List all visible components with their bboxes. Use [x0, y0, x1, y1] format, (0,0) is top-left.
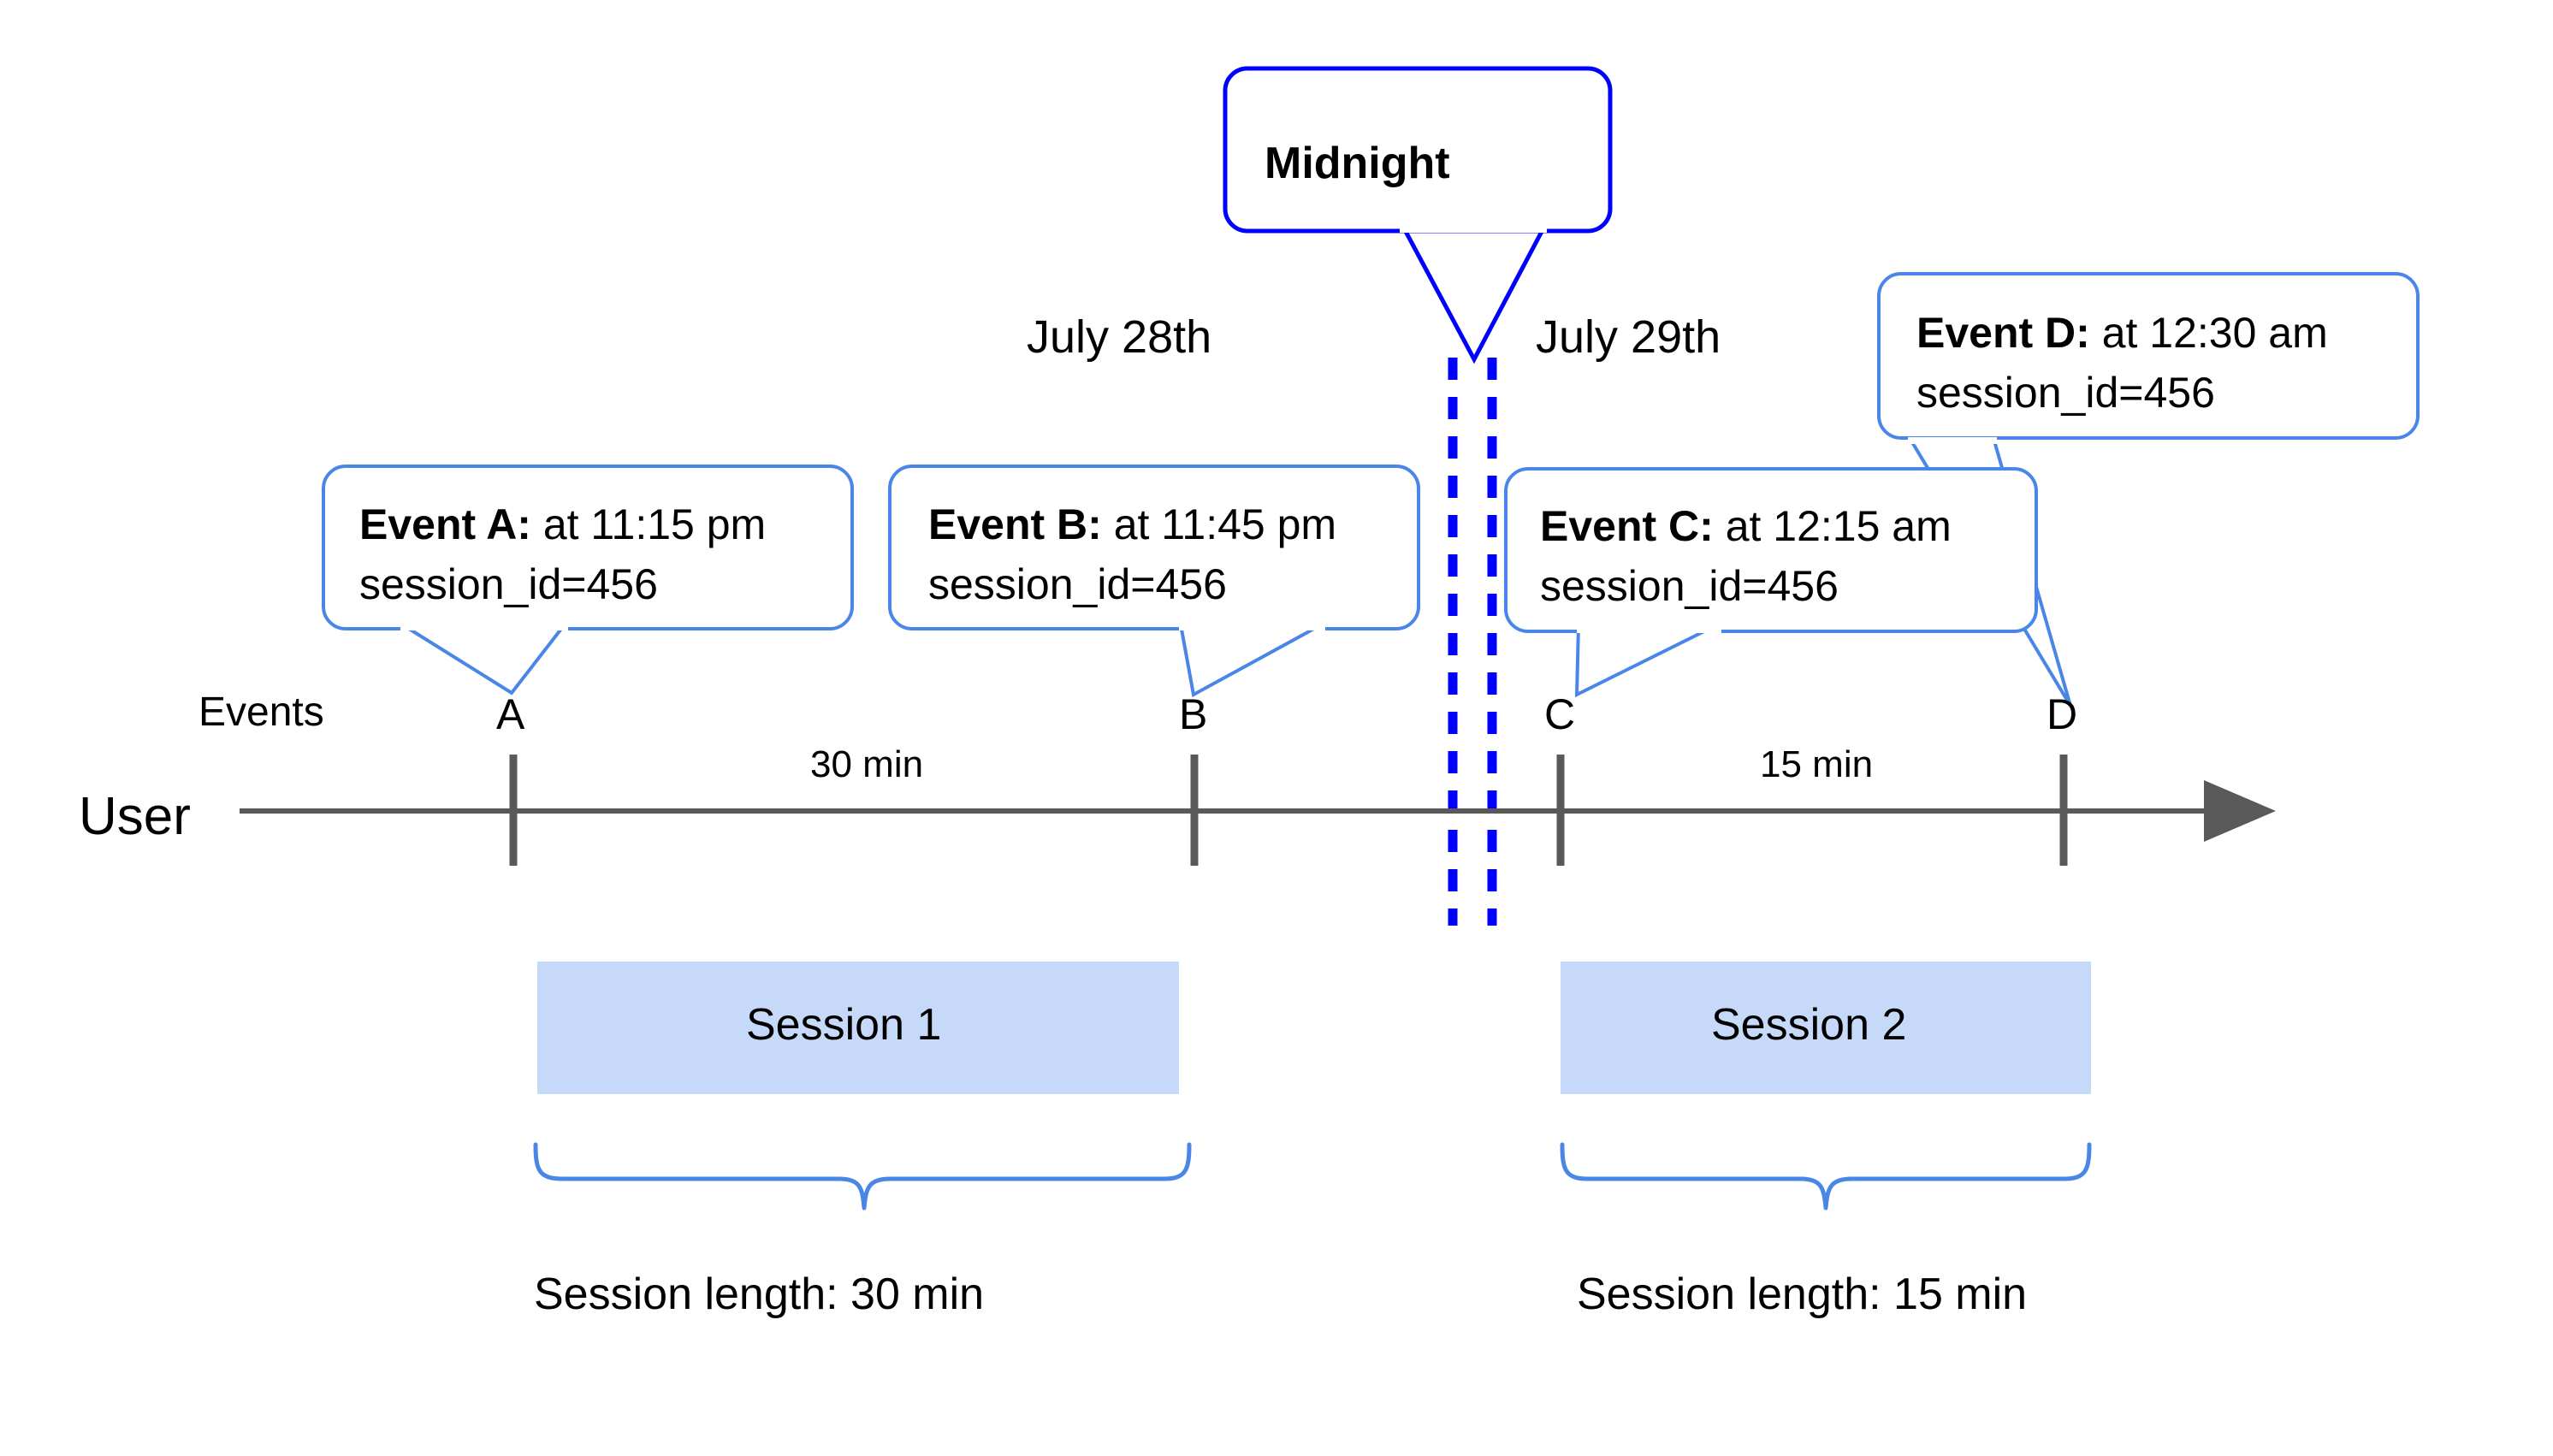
session-2-label: Session 2: [1711, 1000, 1906, 1050]
session-1-length-label: Session length: 30 min: [534, 1270, 984, 1319]
event-c-callout[interactable]: Event C: at 12:15 am session_id=456: [1504, 467, 2038, 698]
event-b-time: at 11:45 pm: [1102, 500, 1336, 548]
midnight-callout-label: Midnight: [1265, 139, 1450, 188]
event-c-time: at 12:15 am: [1714, 502, 1952, 550]
tick-label-b: B: [1179, 690, 1207, 738]
gap-label-15-min: 15 min: [1760, 743, 1873, 785]
timeline-arrowhead-icon: [2204, 780, 2276, 842]
event-c-title: Event C:: [1540, 502, 1714, 550]
event-b-callout-tail: [1178, 623, 1323, 698]
event-c-callout-tail: [1574, 623, 1719, 698]
event-b-callout[interactable]: Event B: at 11:45 pm session_id=456: [888, 465, 1420, 698]
event-d-callout-line2: session_id=456: [1916, 369, 2215, 417]
event-c-callout-line2: session_id=456: [1540, 562, 1839, 610]
event-d-time: at 12:30 am: [2090, 309, 2328, 357]
midnight-callout-tail: [1399, 224, 1549, 364]
event-a-time: at 11:15 pm: [531, 500, 766, 548]
session-1-brace: [533, 1142, 1192, 1210]
event-a-callout-tail: [396, 623, 569, 695]
event-d-callout-line1: Event D: at 12:30 am: [1916, 309, 2328, 357]
event-b-callout-box: [888, 465, 1420, 630]
event-b-callout-line2: session_id=456: [928, 560, 1227, 608]
event-a-callout-line2: session_id=456: [359, 560, 658, 608]
day-label-july-29: July 29th: [1536, 311, 1721, 363]
session-1-bar: [537, 962, 1179, 1094]
session-2-brace: [1560, 1142, 2092, 1210]
event-a-callout-line1: Event A: at 11:15 pm: [359, 500, 766, 548]
lane-label-user: User: [79, 787, 191, 846]
event-b-title: Event B:: [928, 500, 1102, 548]
event-a-callout[interactable]: Event A: at 11:15 pm session_id=456: [322, 465, 854, 695]
tick-label-a: A: [496, 690, 525, 738]
event-d-callout-box: [1877, 272, 2420, 440]
event-d-callout[interactable]: Event D: at 12:30 am session_id=456: [1877, 272, 2420, 707]
event-a-callout-box: [322, 465, 854, 630]
event-c-callout-box: [1504, 467, 2038, 633]
event-b-callout-line1: Event B: at 11:45 pm: [928, 500, 1336, 548]
tick-label-c: C: [1544, 690, 1575, 738]
session-2[interactable]: Session 2: [1561, 962, 2091, 1094]
timeline-axis: [240, 780, 2276, 842]
timeline-ticks: [509, 755, 2068, 866]
day-label-july-28: July 28th: [1027, 311, 1211, 363]
session-2-length-label: Session length: 15 min: [1577, 1270, 2027, 1319]
midnight-divider: [1448, 358, 1497, 926]
session-2-bar: [1561, 962, 2091, 1094]
session-1[interactable]: Session 1: [537, 962, 1179, 1094]
gap-label-30-min: 30 min: [810, 743, 923, 785]
lane-label-events: Events: [198, 690, 324, 735]
tick-label-d: D: [2047, 690, 2077, 738]
event-c-callout-line1: Event C: at 12:15 am: [1540, 502, 1952, 550]
session-1-label: Session 1: [746, 1000, 941, 1050]
midnight-callout[interactable]: Midnight: [1223, 66, 1613, 364]
event-a-title: Event A:: [359, 500, 531, 548]
event-d-title: Event D:: [1916, 309, 2090, 357]
